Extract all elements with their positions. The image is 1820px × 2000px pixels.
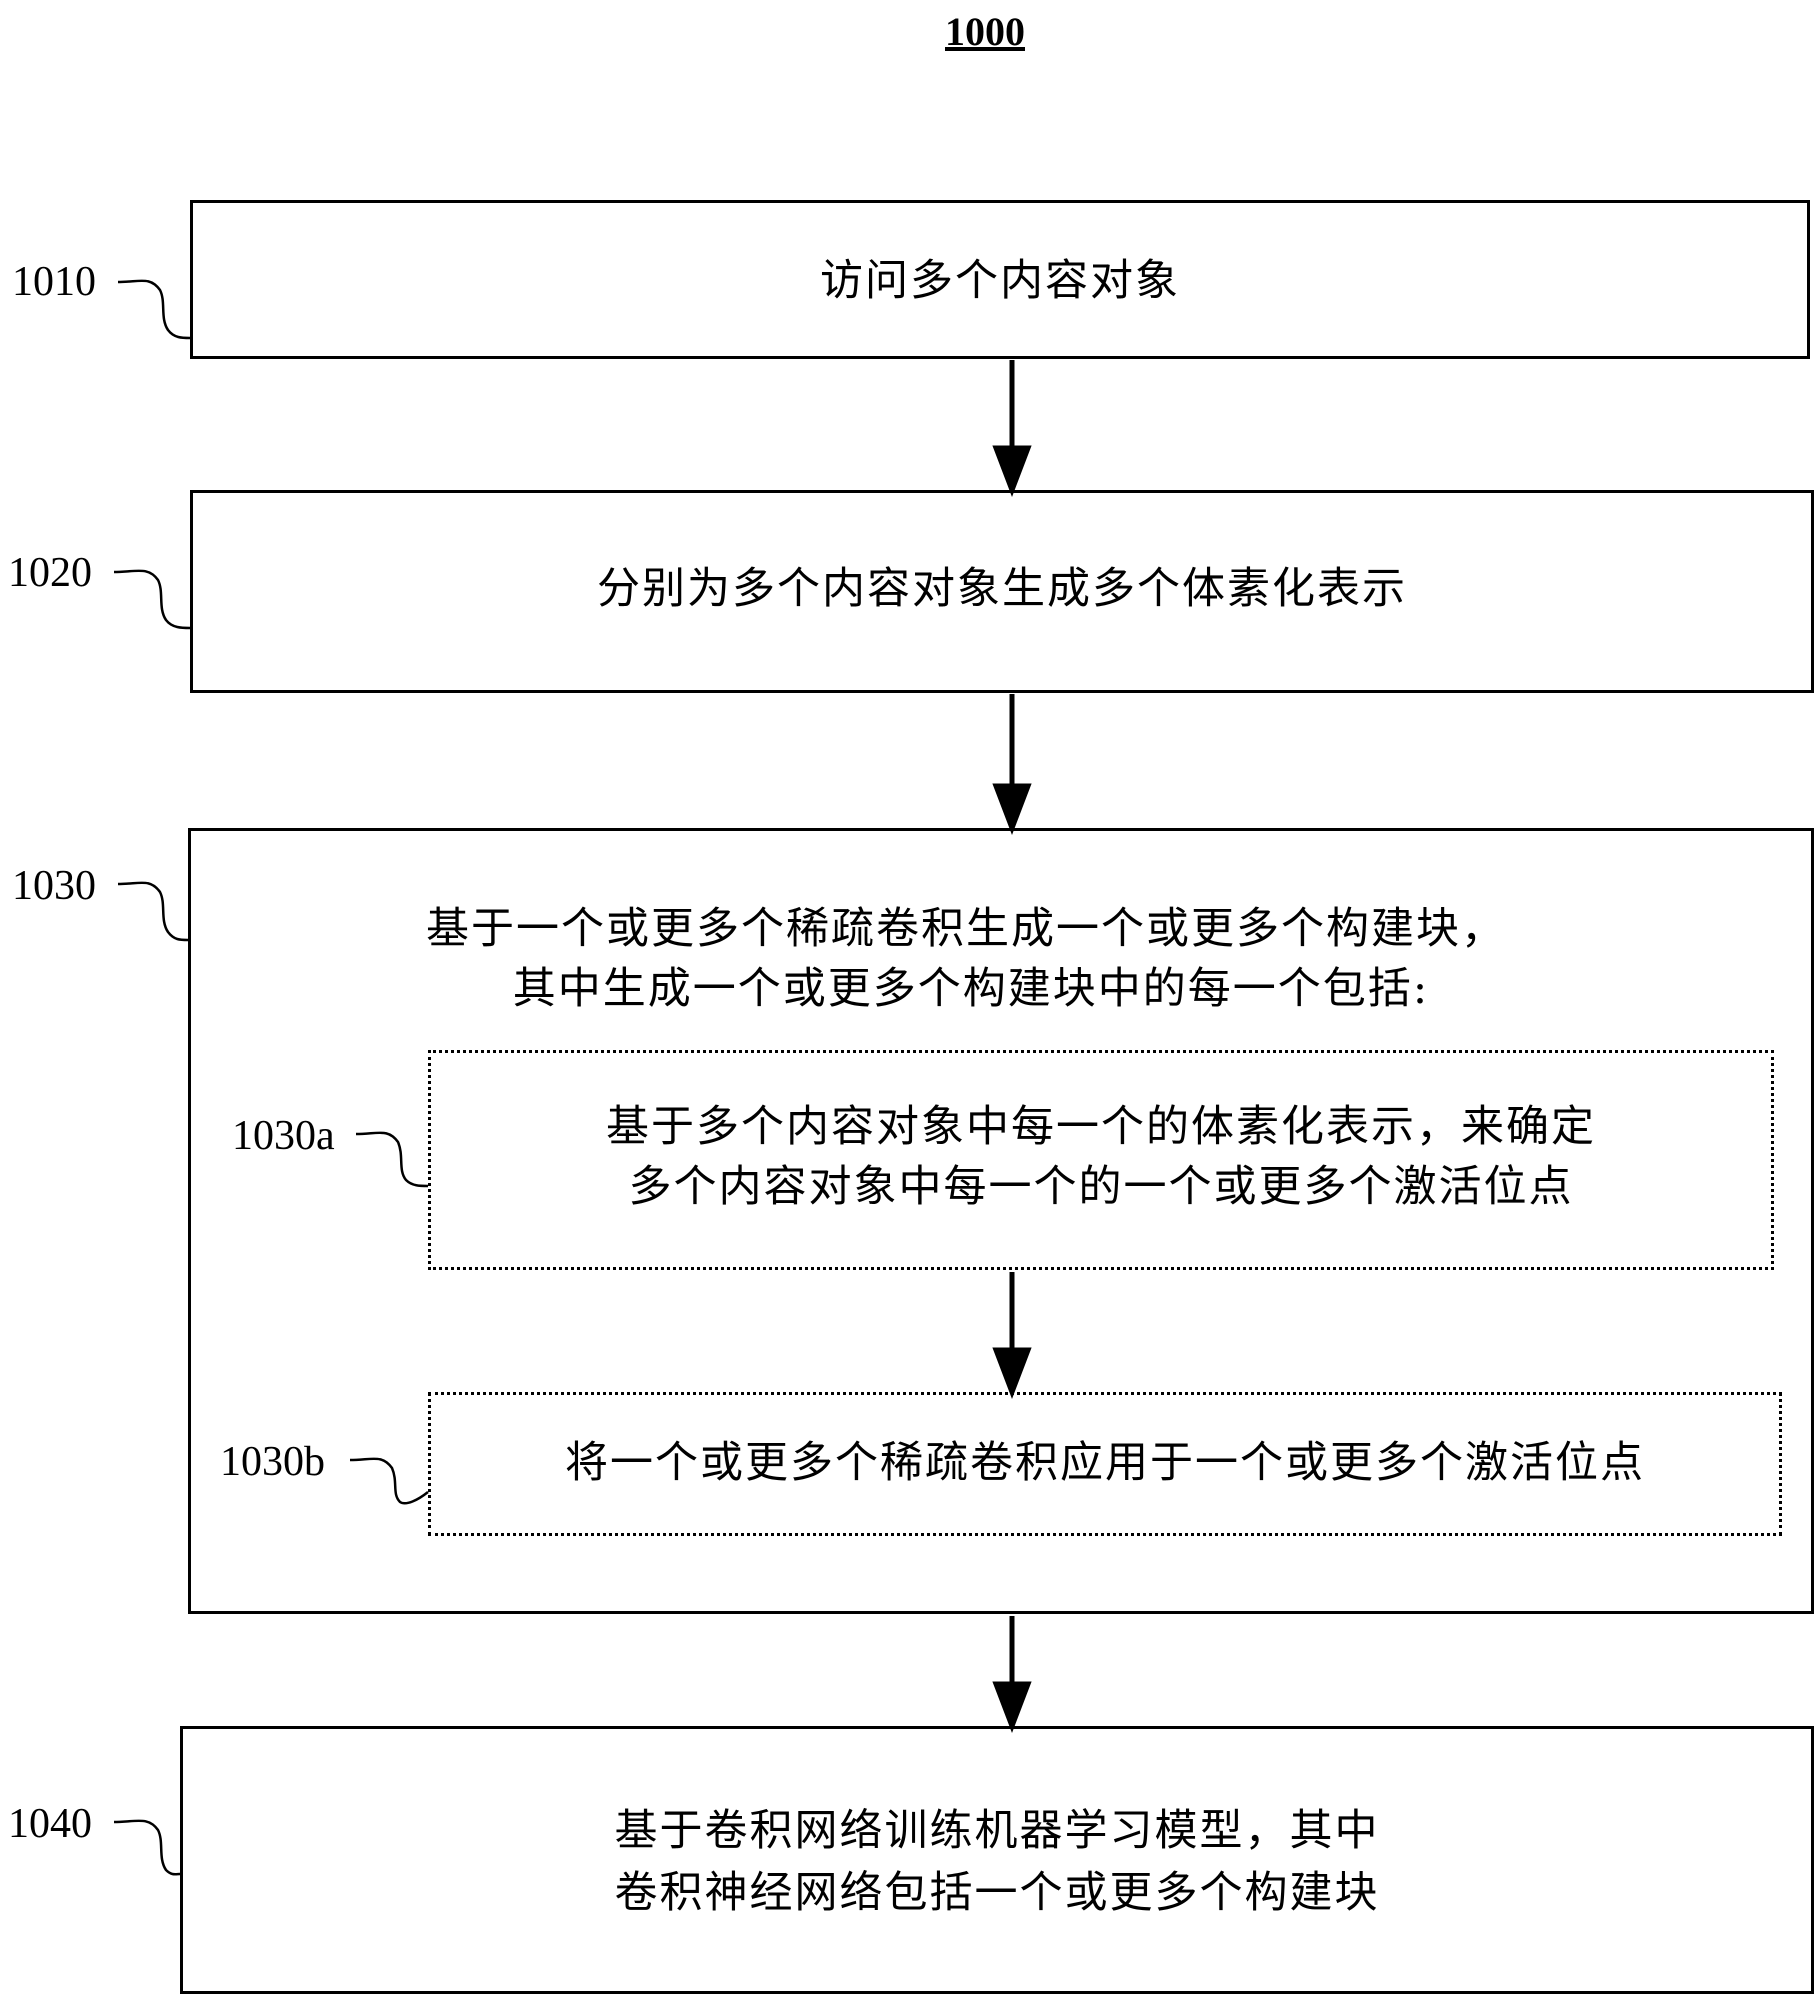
step-text-1040-line2: 卷积神经网络包括一个或更多个构建块	[614, 1868, 1380, 1918]
arrow-head-1020	[992, 445, 1032, 498]
step-label-1030b: 1030b	[220, 1439, 325, 1485]
step-text-1030b: 将一个或更多个稀疏卷积应用于一个或更多个激活位点	[565, 1438, 1645, 1488]
arrow-head-1040	[992, 1681, 1032, 1734]
step-box-1010: 访问多个内容对象	[190, 200, 1810, 359]
step-text-1030-line1: 基于一个或更多个稀疏卷积生成一个或更多个构建块，	[426, 904, 1506, 954]
step-box-1030a: 基于多个内容对象中每一个的体素化表示，来确定 多个内容对象中每一个的一个或更多个…	[428, 1050, 1774, 1270]
step-label-1010: 1010	[12, 259, 96, 305]
step-text-1030a-line2: 多个内容对象中每一个的一个或更多个激活位点	[628, 1162, 1574, 1212]
figure-number: 1000	[945, 9, 1025, 54]
arrow-head-1030	[992, 783, 1032, 836]
leader-1040	[113, 1819, 181, 1876]
step-text-1040-line1: 基于卷积网络训练机器学习模型，其中	[614, 1806, 1380, 1856]
step-label-1040: 1040	[8, 1801, 92, 1847]
step-label-1030: 1030	[12, 863, 96, 909]
leader-1020	[113, 569, 191, 630]
step-label-1020: 1020	[8, 550, 92, 596]
step-box-1030b: 将一个或更多个稀疏卷积应用于一个或更多个激活位点	[428, 1392, 1782, 1536]
step-text-1030-line2: 其中生成一个或更多个构建块中的每一个包括:	[512, 964, 1430, 1014]
leader-1010	[117, 279, 191, 340]
step-text-1030a-line1: 基于多个内容对象中每一个的体素化表示，来确定	[606, 1102, 1596, 1152]
step-text-1020: 分别为多个内容对象生成多个体素化表示	[597, 564, 1407, 614]
step-text-1010: 访问多个内容对象	[820, 256, 1180, 306]
step-box-1040: 基于卷积网络训练机器学习模型，其中 卷积神经网络包括一个或更多个构建块	[180, 1726, 1814, 1994]
step-box-1020: 分别为多个内容对象生成多个体素化表示	[190, 490, 1814, 693]
step-label-1030a: 1030a	[232, 1113, 335, 1159]
